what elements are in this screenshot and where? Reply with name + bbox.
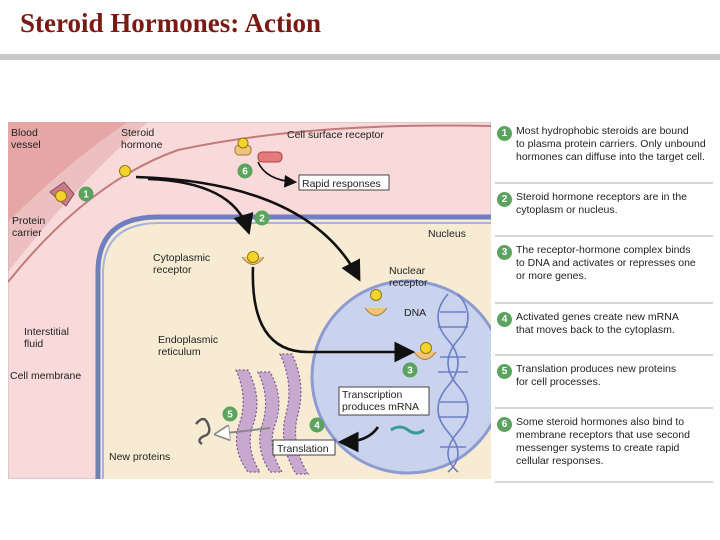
step-badge-5 — [222, 406, 238, 422]
hormone-path-arrow-to-nucleus — [135, 175, 361, 282]
rapid-responses-box — [298, 174, 390, 191]
label-translation: Translation — [277, 443, 329, 455]
step-description-line: that moves back to the cytoplasm. — [516, 324, 675, 336]
step-number-badge: 6 — [497, 417, 512, 432]
nuclear-receptor-complex — [364, 289, 388, 316]
step-description-line: for cell processes. — [516, 376, 601, 388]
blood-vessel — [8, 122, 128, 222]
steroid-hormone — [119, 165, 131, 177]
step-badge-1 — [78, 186, 94, 202]
step-badge-number-2: 2 — [259, 214, 265, 225]
nucleus — [310, 279, 491, 475]
dna-helix — [437, 293, 469, 473]
step-description-line: membrane receptors that use second — [516, 429, 690, 441]
step-badge-6 — [237, 163, 253, 179]
step-badge-number-5: 5 — [227, 410, 233, 421]
hormone-path-arrow-to-cytoplasm — [147, 177, 254, 235]
translation-arrow — [218, 428, 271, 434]
cell-membrane — [95, 214, 491, 479]
step-description-line: to DNA and activates or represses one — [516, 257, 696, 269]
new-protein — [195, 417, 211, 445]
label-cell-membrane: Cell membrane — [10, 370, 81, 382]
label-nucleus: Nucleus — [428, 228, 466, 240]
step-description-line: hormones can diffuse into the target cel… — [516, 151, 705, 163]
step-badge-number-1: 1 — [83, 190, 89, 201]
step-description-line: Most hydrophobic steroids are bound — [516, 125, 689, 137]
step-number-badge: 2 — [497, 192, 512, 207]
dna-bound-complex — [413, 342, 437, 360]
label-endoplasmic-reticulum-line-1: Endoplasmic — [158, 334, 218, 346]
step-number-badge: 4 — [497, 312, 512, 327]
step-badge-3 — [402, 362, 418, 378]
label-steroid-hormone-line-2: hormone — [121, 139, 163, 151]
step-description-line: Some steroid hormones also bind to — [516, 416, 685, 428]
step-badge-number-3: 3 — [407, 366, 413, 377]
step-number-badge: 1 — [497, 126, 512, 141]
step-description-line: Activated genes create new mRNA — [516, 311, 679, 323]
label-transcription-line-1: Transcription — [342, 389, 402, 401]
label-cytoplasmic-receptor-line-1: Cytoplasmic — [153, 252, 210, 264]
label-rapid-responses: Rapid responses — [302, 178, 381, 190]
label-protein-carrier-line-2: carrier — [12, 227, 42, 239]
step-description-line: to plasma protein carriers. Only unbound — [516, 138, 706, 150]
step-badge-number-6: 6 — [242, 167, 248, 178]
label-cell-surface-receptor: Cell surface receptor — [287, 129, 384, 141]
step-description-line: cytoplasm or nucleus. — [516, 204, 618, 216]
label-interstitial-fluid-line-1: Interstitial — [24, 326, 69, 338]
label-interstitial-fluid-line-2: fluid — [24, 338, 43, 350]
mrna-strand — [390, 425, 425, 435]
step-description-line: Translation produces new proteins — [516, 363, 677, 375]
step-description-line: cellular responses. — [516, 455, 604, 467]
translation-box — [272, 439, 336, 456]
bound-hormone — [55, 190, 67, 202]
step-description-line: or more genes. — [516, 270, 587, 282]
label-blood-vessel-line-1: Blood — [11, 127, 38, 139]
label-dna: DNA — [404, 307, 426, 319]
label-new-proteins: New proteins — [109, 451, 170, 463]
cell-surface-receptor — [234, 137, 283, 163]
step-badge-2 — [254, 210, 270, 226]
label-endoplasmic-reticulum-line-2: reticulum — [158, 346, 201, 358]
mrna-export-arrow — [337, 426, 380, 453]
label-cytoplasmic-receptor-line-2: receptor — [153, 264, 192, 276]
label-steroid-hormone-line-1: Steroid — [121, 127, 154, 139]
label-nuclear-receptor-line-2: receptor — [389, 277, 428, 289]
step-number-badge: 3 — [497, 245, 512, 260]
receptor-to-dna-arrow — [251, 266, 416, 363]
label-protein-carrier-line-1: Protein — [12, 215, 45, 227]
cytoplasmic-receptor-complex — [241, 251, 265, 265]
step-description-line: The receptor-hormone complex binds — [516, 244, 691, 256]
title-divider — [0, 54, 720, 60]
slide-title: Steroid Hormones: Action — [20, 8, 321, 38]
step-badge-4 — [309, 417, 325, 433]
label-transcription-line-2: produces mRNA — [342, 401, 419, 413]
step-number-badge: 5 — [497, 364, 512, 379]
step-badge-number-4: 4 — [314, 421, 320, 432]
surface-receptor-arrow — [257, 161, 298, 188]
label-nuclear-receptor-line-1: Nuclear — [389, 265, 426, 277]
step-description-line: messenger systems to create rapid — [516, 442, 680, 454]
label-blood-vessel-line-2: vessel — [11, 139, 41, 151]
step-description-line: Steroid hormone receptors are in the — [516, 191, 688, 203]
step-badges: 1 2 3 4 5 6 — [78, 163, 418, 433]
transcription-box — [338, 386, 430, 416]
